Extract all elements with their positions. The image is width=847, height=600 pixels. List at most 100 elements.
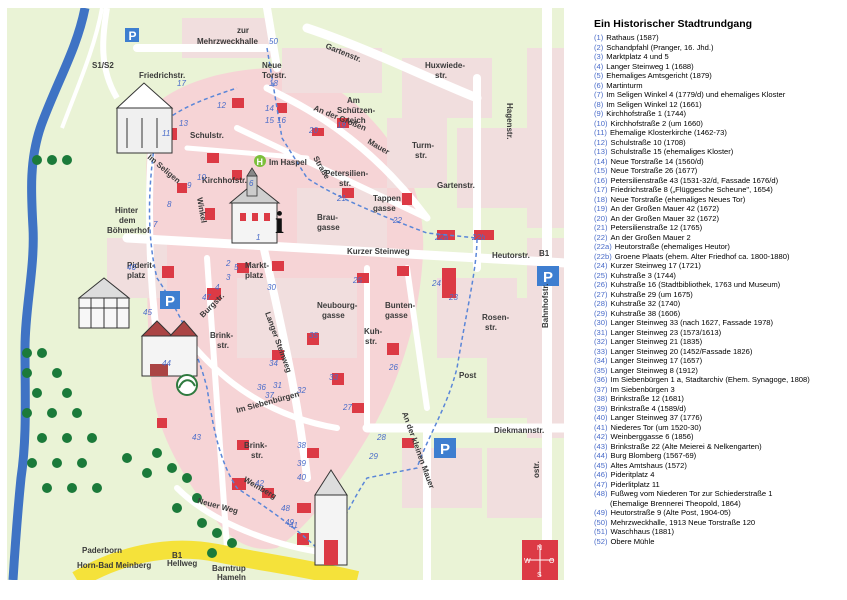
legend-item: (2)Schandpfahl (Pranger, 16. Jhd.)	[594, 43, 844, 53]
num-6: 6	[249, 179, 254, 188]
legend-item: (41)Niederes Tor (um 1520-30)	[594, 423, 844, 433]
legend-item-text: Langer Steinweg 1 (1688)	[606, 61, 694, 71]
legend-item-text: Petersilienstraße 12 (1765)	[610, 223, 703, 232]
street-hinter-dem-3: Böhmerhof	[107, 226, 150, 235]
street-brinkstr-2: Brink-	[244, 441, 267, 450]
legend-item-number: (32)	[594, 337, 608, 346]
num-10: 10	[197, 173, 206, 182]
parking-label: P	[129, 29, 137, 43]
legend-item-number: (26)	[594, 280, 608, 289]
legend-item-number: (15)	[594, 166, 608, 175]
street-rosenstr-2: str.	[485, 323, 497, 332]
street-piderit: Piderit-	[127, 261, 155, 270]
street-am-schuetzenteich-2: Schützen-	[337, 106, 376, 115]
num-8: 8	[167, 200, 172, 209]
trees	[22, 155, 237, 558]
legend-item: (40)Langer Steinweg 37 (1776)	[594, 413, 844, 423]
legend-item-text: Obere Mühle	[610, 536, 655, 546]
legend-item-number: (8)	[594, 99, 604, 109]
num-40: 40	[297, 473, 306, 482]
river	[8, 8, 90, 580]
legend-item-number: (34)	[594, 356, 608, 365]
legend-item: (47)Piderlitplatz 11	[594, 480, 844, 490]
num-28: 28	[376, 433, 386, 442]
parking-label: P	[543, 269, 553, 286]
legend-item-text: Im Seligen Winkel 12 (1661)	[606, 99, 702, 109]
legend-item-text: Langer Steinweg 20 (1452/Fassade 1826)	[610, 346, 753, 356]
legend-item-text: Petersilienstraße 43 (1531-32/d, Fassade…	[610, 175, 779, 185]
street-am-schuetzenteich-3: teich	[347, 116, 366, 125]
legend-item: (21)Petersilienstraße 12 (1765)	[594, 223, 844, 233]
parking-sign[interactable]	[125, 28, 139, 42]
legend-item-text: Heutorstraße (ehemaliges Heutor)	[614, 242, 730, 251]
num-25: 25	[352, 276, 362, 285]
street-horn: Horn-Bad Meinberg	[77, 561, 151, 570]
legend-item-text: Brinkstraße 22 (Alte Meierei & Nelkengar…	[610, 441, 762, 451]
legend-item: (19)An der Großen Mauer 42 (1672)	[594, 204, 844, 214]
legend-item: (29)Kuhstraße 38 (1606)	[594, 309, 844, 319]
legend-item-number: (11)	[594, 128, 607, 137]
street-neue-torstr: Neue	[262, 61, 282, 70]
legend-item-number: (30)	[594, 318, 608, 327]
num-43: 43	[192, 433, 201, 442]
num-34: 34	[269, 359, 278, 368]
street-hinter-dem: Hinter	[115, 206, 138, 215]
city-map[interactable]: i H P P P P zurMehrzweckhalleS1/S2Friedr…	[7, 8, 564, 580]
legend-item: (45)Altes Amtshaus (1572)	[594, 461, 844, 471]
legend-item-text: Pideritplatz 4	[610, 470, 655, 479]
street-b1-bottom: B1	[172, 551, 183, 560]
compass: N S W O	[522, 540, 558, 580]
parking-sign[interactable]	[434, 438, 456, 458]
legend-item-number: (33)	[594, 346, 608, 356]
num-17: 17	[177, 79, 186, 88]
legend-item-text: Langer Steinweg 21 (1835)	[610, 337, 703, 346]
parking-sign[interactable]	[160, 291, 180, 309]
num-22a: 22a	[434, 233, 449, 242]
legend-item: (14)Neue Torstraße 14 (1560/d)	[594, 157, 844, 167]
num-33: 33	[329, 373, 338, 382]
num-22b: 22b	[471, 233, 486, 242]
legend-item-number: (35)	[594, 365, 608, 375]
legend-item: (27)Kuhstraße 29 (um 1675)	[594, 290, 844, 300]
street-zur-mehrzweckhalle-2: Mehrzweckhalle	[197, 37, 258, 46]
street-post: Post	[459, 371, 477, 380]
num-26: 26	[388, 363, 398, 372]
legend-item: (22)An der Großen Mauer 2	[594, 233, 844, 243]
street-huxwiede-2: str.	[435, 71, 447, 80]
legend-item-number: (2)	[594, 42, 604, 52]
num-44: 44	[162, 359, 171, 368]
legend-item-number: (25)	[594, 270, 608, 280]
street-piderit-2: platz	[127, 271, 145, 280]
haspel-marker-icon	[254, 155, 266, 167]
street-s1-s2: S1/S2	[92, 61, 114, 70]
num-9: 9	[187, 181, 192, 190]
haspel-label: H	[257, 157, 264, 167]
legend-item-text-line2: (Ehemalige Brennerei Theopold, 1864)	[610, 498, 741, 508]
legend-item-number: (40)	[594, 413, 608, 422]
legend-item-number: (29)	[594, 308, 608, 318]
legend-item-text: Schandpfahl (Pranger, 16. Jhd.)	[606, 42, 714, 52]
street-zur-mehrzweckhalle: zur	[237, 26, 249, 35]
burg-drawing	[140, 320, 199, 377]
legend-item-text: Piderlitplatz 11	[610, 479, 660, 489]
street-hagenstr: Hagenstr.	[505, 103, 514, 139]
street-neue-torstr-2: Torstr.	[262, 71, 286, 80]
legend-item-number: (43)	[594, 441, 608, 451]
badge-icon	[176, 374, 198, 396]
street-friedrichstr: Friedrichstr.	[139, 71, 185, 80]
info-symbol[interactable]: i	[275, 204, 284, 240]
legend-item-text: An der Großen Mauer 2	[610, 232, 691, 242]
street-hameln: Hameln	[217, 573, 246, 580]
legend-item: (50)Mehrzweckhalle, 1913 Neue Torstraße …	[594, 518, 844, 528]
parking-sign[interactable]	[537, 266, 559, 286]
street-markt: Markt-	[245, 261, 269, 270]
street-diekmannstr: Diekmannstr.	[494, 426, 544, 435]
legend-item-text: Langer Steinweg 23 (1573/1613)	[610, 327, 722, 337]
street-petersilienstr: Petersilien-	[325, 169, 368, 178]
legend-item-number: (9)	[594, 109, 604, 118]
legend-item-text: Altes Amtshaus (1572)	[610, 460, 687, 470]
legend-item: (22b)Groene Plaats (ehem. Alter Friedhof…	[594, 252, 844, 262]
legend-item-text: Mehrzweckhalle, 1913 Neue Torstraße 120	[610, 517, 756, 527]
street-gartenstr-mid: Gartenstr.	[437, 181, 475, 190]
